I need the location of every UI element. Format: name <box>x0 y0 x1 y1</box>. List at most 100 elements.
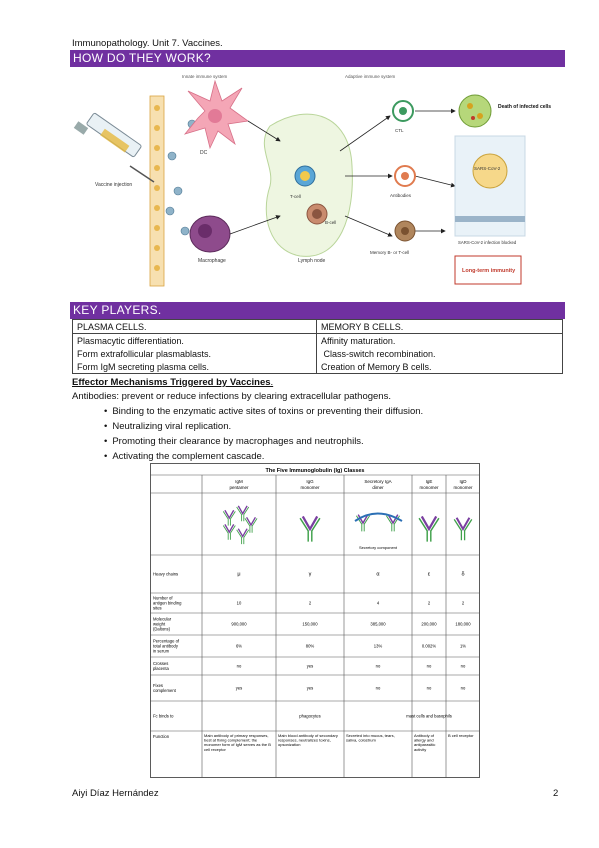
ig-table-cell: γ <box>309 572 312 578</box>
ig-table-cell: δ <box>461 572 464 578</box>
ig-column-subheader: monomer <box>453 485 473 490</box>
ig-table-cell: 200,000 <box>421 622 437 627</box>
ig-table-cell: mast cells and basophils <box>406 714 452 719</box>
ig-table-cell: 1% <box>460 644 466 649</box>
ig-column-header: Secretory IgA <box>364 479 391 484</box>
table-cell: Form IgM secreting plasma cells. <box>72 360 317 374</box>
ig-table-cell: 10 <box>237 601 242 606</box>
secretory-component-icon <box>354 512 403 522</box>
ig-table-cell: 2 <box>462 601 465 606</box>
ig-table-cell: no <box>461 664 466 669</box>
ig-column-subheader: monomer <box>300 485 320 490</box>
ig-table-cell: Secreted into mucus, tears, <box>346 733 395 738</box>
ige-monomer-icon <box>418 515 440 542</box>
table-cell: Class-switch recombination. <box>316 347 563 360</box>
footer-author: Aiyi Díaz Hernández <box>72 788 159 799</box>
table-row: Plasmacytic differentiation. Affinity ma… <box>72 333 563 347</box>
antibodies-label: Antibodies <box>390 193 412 198</box>
table-cell: Plasmacytic differentiation. <box>72 333 317 347</box>
dc-label: DC <box>200 150 208 156</box>
immunoglobulin-classes-table: The Five Immunoglobulin (Ig) ClassesIgMp… <box>150 463 480 778</box>
ig-table-cell: 4 <box>377 601 380 606</box>
key-players-table: PLASMA CELLS. MEMORY B CELLS. Plasmacyti… <box>72 319 563 374</box>
plasma-header: PLASMA CELLS. <box>72 319 317 334</box>
footer-page-number: 2 <box>553 788 559 799</box>
sars-label: SARS-CoV-2 <box>474 166 501 171</box>
vaccine-mechanism-figure: Vaccine injection Innate immune system A… <box>73 74 551 287</box>
ig-column-header: IgG <box>306 479 314 484</box>
igm-pentamer-unit-icon <box>236 505 250 522</box>
ig-table-cell: 2 <box>428 601 431 606</box>
ig-table-cell: cell receptor <box>204 747 226 752</box>
blocked-label: SARS-CoV-2 infection blocked <box>458 240 517 245</box>
ig-table-cell: yes <box>307 686 314 691</box>
ctl-icon <box>392 100 414 122</box>
antibodies-intro: Antibodies: prevent or reduce infections… <box>72 391 391 402</box>
macrophage-icon <box>189 215 231 253</box>
ig-column-header: IgE <box>426 479 433 484</box>
dendritic-cell-icon <box>183 79 250 150</box>
igm-pentamer-unit-icon <box>244 516 258 533</box>
ig-column-subheader: dimer <box>372 485 384 490</box>
infected-cell-icon <box>458 94 492 128</box>
table-cell: Affinity maturation. <box>316 333 563 347</box>
ig-table-cell: 180,000 <box>455 622 471 627</box>
sars-infection-box <box>454 135 526 237</box>
table-cell: Form extrafollicular plasmablasts. <box>72 347 317 360</box>
section-band-key: KEY PLAYERS. <box>70 302 565 319</box>
effector-heading-suffix: . <box>270 377 274 388</box>
ig-table-cell: activity <box>414 747 426 752</box>
ig-row-label: Heavy chains <box>153 572 178 577</box>
ig-table-cell: ε <box>428 572 431 578</box>
ctl-label: CTL <box>395 128 404 133</box>
ig-table-cell: 900,000 <box>231 622 247 627</box>
ig-column-header: IgM <box>235 479 243 484</box>
ig-row-label: Function <box>153 734 170 739</box>
ig-column-header: IgD <box>459 479 467 484</box>
table-cell: Creation of Memory B cells. <box>316 360 563 374</box>
plasma-cell-icon <box>394 165 416 187</box>
section-band-how: HOW DO THEY WORK? <box>70 50 565 67</box>
list-item: Binding to the enzymatic active sites of… <box>104 404 423 419</box>
ig-row-label: Crosses <box>153 661 168 666</box>
ig-table-cell: Main antibody of primary responses, <box>204 733 268 738</box>
macrophage-label: Macrophage <box>198 258 226 264</box>
table-row: Form extrafollicular plasmablasts. Class… <box>72 347 563 360</box>
ig-table-cell: no <box>376 686 381 691</box>
ig-row-label: placenta <box>153 666 170 671</box>
memory-cell-icon <box>394 220 416 242</box>
ig-table-cell: no <box>461 686 466 691</box>
igg-monomer-icon <box>299 515 321 542</box>
table-row: PLASMA CELLS. MEMORY B CELLS. <box>72 319 563 334</box>
ig-row-label: antigen binding <box>153 601 182 606</box>
death-label: Death of infected cells <box>498 104 551 110</box>
pathway-arrows <box>229 108 456 237</box>
ig-row-label: weight <box>153 622 166 627</box>
igm-pentamer-unit-icon <box>222 524 236 540</box>
ig-table-cell: responses, neutralizes toxins, <box>278 738 331 743</box>
secretory-component-label: Secretory component <box>359 545 398 550</box>
ig-row-label: in serum <box>153 649 170 654</box>
ig-row-label: Number of <box>153 596 173 601</box>
igd-monomer-icon <box>453 517 473 541</box>
ig-table-cell: 0.002% <box>422 644 436 649</box>
effector-heading: Effector Mechanisms Triggered by Vaccine… <box>72 377 273 388</box>
lymph-node-label: Lymph node <box>298 258 326 264</box>
ig-table-cell: no <box>237 664 242 669</box>
igm-pentamer-unit-icon <box>236 528 250 545</box>
ig-column-subheader: monomer <box>419 485 439 490</box>
ig-table-cell: 13% <box>374 644 383 649</box>
ig-table-cell: B cell receptor <box>448 733 474 738</box>
ig-table-cell: yes <box>307 664 314 669</box>
ig-table-cell: no <box>427 686 432 691</box>
long-term-box <box>454 255 522 285</box>
ig-row-label: Percentage of <box>153 639 180 644</box>
syringe-icon <box>73 112 155 183</box>
memory-header: MEMORY B CELLS. <box>316 319 563 334</box>
table-row: Form IgM secreting plasma cells. Creatio… <box>72 360 563 374</box>
ig-table-cell: Antibody of <box>414 733 435 738</box>
innate-label: Innate immune system <box>182 74 228 79</box>
ig-table-cell: best at fixing complement; the <box>204 738 258 743</box>
ig-row-label: Fc binds to <box>153 714 174 719</box>
ig-row-label: total antibody <box>153 644 179 649</box>
